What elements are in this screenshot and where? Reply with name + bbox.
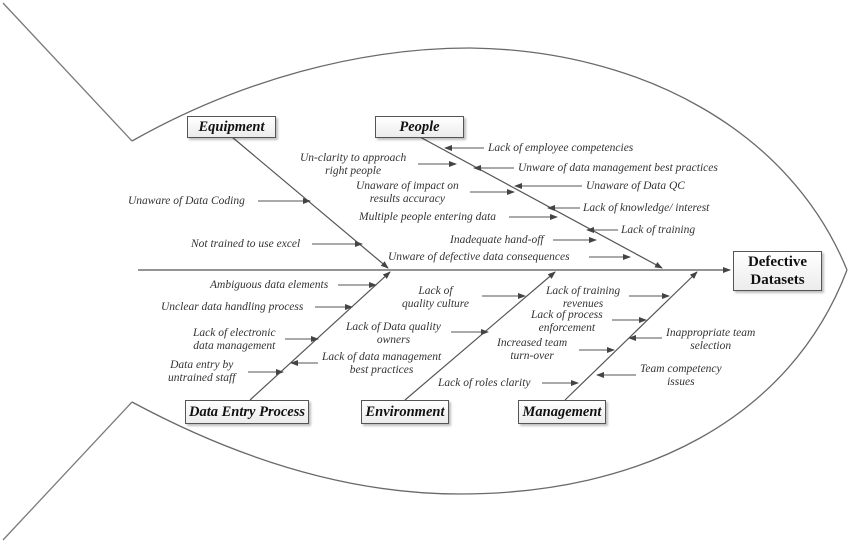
bone-data-entry-process: [249, 271, 391, 401]
cause-label: Lack of employee competencies: [488, 142, 634, 154]
fish-tail-upper: [2, 2, 133, 142]
cause-label: Ambiguous data elements: [210, 279, 329, 291]
cause-label: Unclear data handling process: [161, 301, 304, 313]
cause-label: Unware of defective data consequences: [388, 251, 570, 263]
fish-body-bottom: [131, 269, 848, 495]
category-data-entry-process: Data Entry Process: [185, 400, 309, 424]
category-label: Data Entry Process: [189, 403, 305, 420]
cause-label: Lack of knowledge/ interest: [583, 202, 710, 214]
bone-people: [419, 136, 663, 269]
cause-label: Lack of training: [621, 224, 696, 236]
cause-label: Lack of roles clarity: [438, 377, 531, 389]
cause-label: Not trained to use excel: [191, 238, 301, 250]
category-management: Management: [518, 400, 606, 424]
category-people: People: [375, 116, 464, 138]
category-label: Management: [522, 403, 602, 420]
fish-body-top: [131, 47, 848, 271]
cause-label: Unaware of Data QC: [586, 180, 685, 192]
bone-environment: [404, 271, 556, 401]
cause-label: Unware of data management best practices: [518, 162, 718, 174]
category-label: Equipment: [198, 118, 265, 135]
category-label: Environment: [365, 403, 445, 420]
cause-label: Unaware of Data Coding: [128, 195, 245, 207]
category-label: People: [399, 118, 440, 135]
effect-line-2: Datasets: [750, 272, 805, 288]
category-equipment: Equipment: [187, 116, 276, 138]
fish-tail-lower: [2, 401, 133, 541]
category-environment: Environment: [361, 400, 449, 424]
effect-box: Defective Datasets: [733, 251, 822, 291]
cause-label: Inadequate hand-off: [450, 234, 544, 246]
cause-label: Multiple people entering data: [359, 211, 497, 223]
effect-line-1: Defective: [747, 254, 808, 270]
